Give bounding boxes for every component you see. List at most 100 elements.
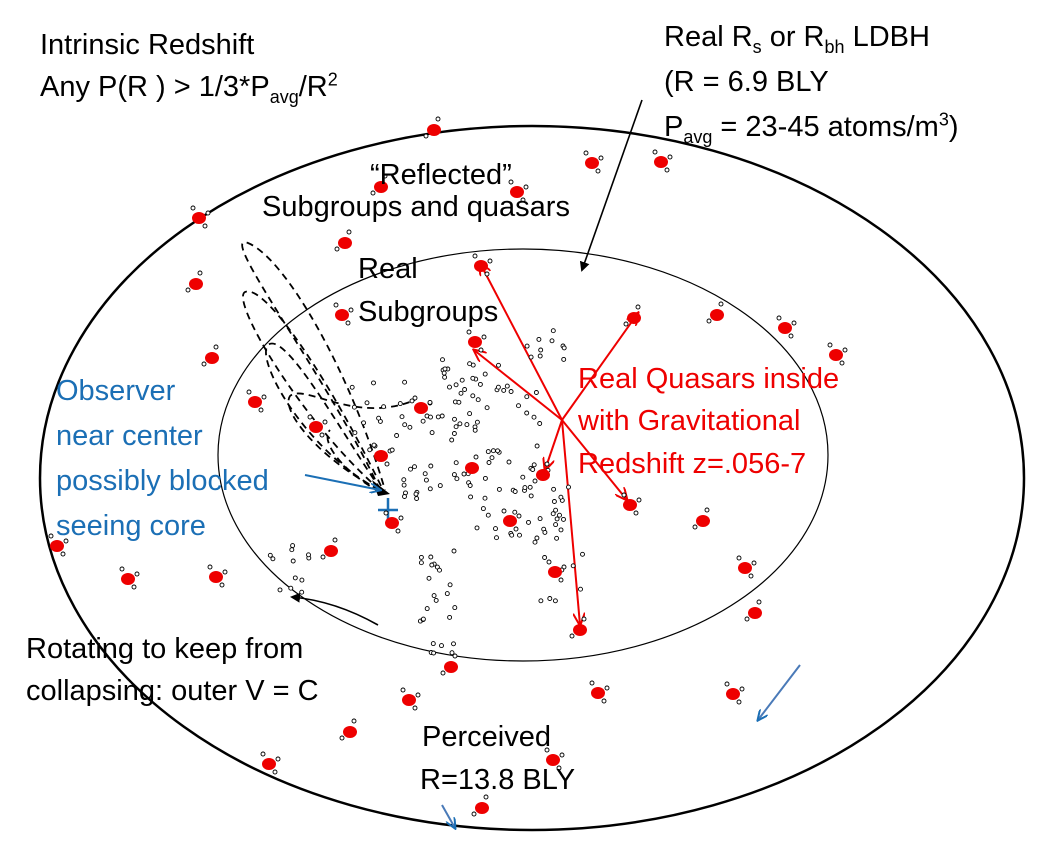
galaxy-circle-icon bbox=[352, 430, 358, 436]
galaxy-circle-icon bbox=[598, 155, 604, 161]
galaxy-circle-icon bbox=[447, 384, 452, 390]
galaxy-circle-icon bbox=[428, 463, 434, 469]
galaxy-circle-icon bbox=[471, 811, 477, 817]
galaxy-circle-icon bbox=[706, 318, 712, 324]
quasar-red-dot-icon bbox=[374, 450, 388, 462]
galaxy-circle-icon bbox=[544, 747, 550, 753]
quasar-red-dot-icon bbox=[778, 322, 792, 334]
galaxy-circle-icon bbox=[538, 598, 544, 604]
galaxy-circle-icon bbox=[547, 596, 553, 601]
rotating-label-2: collapsing: outer V = C bbox=[26, 675, 319, 707]
real-rs-b: or R bbox=[761, 21, 825, 53]
galaxy-circle-icon bbox=[452, 416, 457, 422]
galaxy-circle-icon bbox=[542, 529, 548, 535]
galaxy-circle-icon bbox=[495, 448, 501, 454]
galaxy-circle-icon bbox=[486, 460, 492, 465]
galaxy-circle-icon bbox=[381, 404, 387, 410]
galaxy-circle-icon bbox=[652, 149, 658, 155]
rotation-arrow bbox=[290, 592, 379, 626]
real-rs-c: LDBH bbox=[844, 21, 930, 53]
galaxy-circle-icon bbox=[299, 577, 305, 583]
galaxy-circle-icon bbox=[464, 422, 470, 428]
galaxy-circle-icon bbox=[134, 571, 140, 577]
galaxy-circle-icon bbox=[424, 606, 430, 612]
galaxy-circle-icon bbox=[508, 179, 514, 185]
galaxy-circle-icon bbox=[119, 566, 125, 572]
galaxy-circle-icon bbox=[440, 357, 445, 363]
galaxy-circle-icon bbox=[451, 472, 457, 478]
galaxy-circle-icon bbox=[623, 321, 629, 327]
rotating-label-1: Rotating to keep from bbox=[26, 633, 304, 665]
quasar-red-dot-icon bbox=[585, 157, 599, 169]
quasar-red-dot-icon bbox=[209, 571, 223, 583]
galaxy-circle-icon bbox=[213, 344, 219, 350]
galaxy-circle-icon bbox=[414, 496, 420, 501]
formula-prefix: Any P(R ) > 1/3*P bbox=[40, 71, 270, 103]
quasar-red-dot-icon bbox=[696, 515, 710, 527]
galaxy-circle-icon bbox=[382, 173, 388, 179]
galaxy-circle-icon bbox=[718, 301, 724, 307]
quasar-red-dot-icon bbox=[573, 624, 587, 636]
galaxy-circle-icon bbox=[292, 575, 298, 581]
dashed-loop-4 bbox=[287, 392, 416, 491]
galaxy-circle-icon bbox=[739, 686, 745, 692]
galaxy-circle-icon bbox=[553, 507, 559, 513]
observer-label-4: seeing core bbox=[56, 510, 206, 542]
galaxy-circle-icon bbox=[277, 587, 283, 593]
galaxy-circle-icon bbox=[549, 338, 555, 344]
galaxy-circle-icon bbox=[431, 593, 437, 599]
intrinsic-redshift-formula: Any P(R ) > 1/3*Pavg/R2 bbox=[40, 69, 338, 105]
galaxy-circle-icon bbox=[48, 533, 54, 539]
formula-sup: 2 bbox=[327, 69, 338, 90]
real-rs-a: Real R bbox=[664, 21, 753, 53]
pavg-label: Pavg = 23-45 atoms/m3) bbox=[664, 110, 959, 145]
red-arrow-1 bbox=[480, 263, 563, 421]
galaxy-circle-icon bbox=[581, 616, 587, 622]
dashed-loop-5 bbox=[326, 429, 381, 493]
galaxy-circle-icon bbox=[475, 397, 481, 403]
quasar-red-dot-icon bbox=[50, 540, 64, 552]
galaxy-circle-icon bbox=[185, 287, 191, 293]
galaxy-circle-icon bbox=[418, 560, 424, 566]
galaxy-circle-icon bbox=[413, 491, 419, 497]
galaxy-circle-icon bbox=[538, 347, 544, 353]
galaxy-circle-icon bbox=[561, 345, 567, 351]
observer-label-1: Observer bbox=[56, 375, 176, 407]
galaxy-circle-icon bbox=[348, 307, 354, 313]
galaxy-circle-icon bbox=[544, 461, 550, 467]
dashed-loop-1 bbox=[241, 241, 386, 491]
quasar-red-dot-icon bbox=[414, 402, 428, 414]
galaxy-circle-icon bbox=[447, 614, 453, 620]
galaxy-circle-icon bbox=[509, 532, 515, 538]
quasar-red-dot-icon bbox=[468, 336, 482, 348]
galaxy-circle-icon bbox=[522, 485, 528, 491]
galaxy-circle-icon bbox=[557, 512, 562, 518]
pavg-a: P bbox=[664, 111, 684, 143]
galaxy-circle-icon bbox=[472, 427, 478, 433]
galaxy-circle-icon bbox=[456, 399, 462, 405]
galaxy-circle-icon bbox=[524, 410, 530, 416]
quasar-red-dot-icon bbox=[427, 124, 441, 136]
galaxy-circle-icon bbox=[482, 371, 488, 377]
quasar-red-dot-icon bbox=[192, 212, 206, 224]
galaxy-circle-icon bbox=[334, 246, 340, 252]
galaxy-circle-icon bbox=[397, 401, 403, 407]
galaxy-circle-icon bbox=[468, 494, 474, 500]
galaxy-circle-icon bbox=[454, 476, 460, 482]
galaxy-circle-icon bbox=[412, 395, 418, 401]
galaxy-circle-icon bbox=[484, 271, 490, 277]
quasar-red-dot-icon bbox=[205, 352, 219, 364]
galaxy-circle-icon bbox=[384, 461, 390, 467]
quasar-dots bbox=[50, 124, 843, 814]
galaxy-circle-icon bbox=[570, 563, 576, 569]
formula-mid: /R bbox=[298, 71, 328, 103]
galaxy-circle-icon bbox=[537, 421, 543, 426]
galaxy-circle-icon bbox=[489, 455, 495, 461]
galaxy-circle-icon bbox=[532, 478, 538, 484]
dashed-loop-2 bbox=[242, 290, 384, 491]
galaxy-circle-icon bbox=[542, 555, 548, 560]
galaxy-circle-icon bbox=[520, 197, 526, 203]
galaxy-circle-icon bbox=[604, 685, 610, 691]
galaxy-circle-icon bbox=[376, 415, 382, 421]
galaxy-circle-icon bbox=[459, 377, 465, 383]
